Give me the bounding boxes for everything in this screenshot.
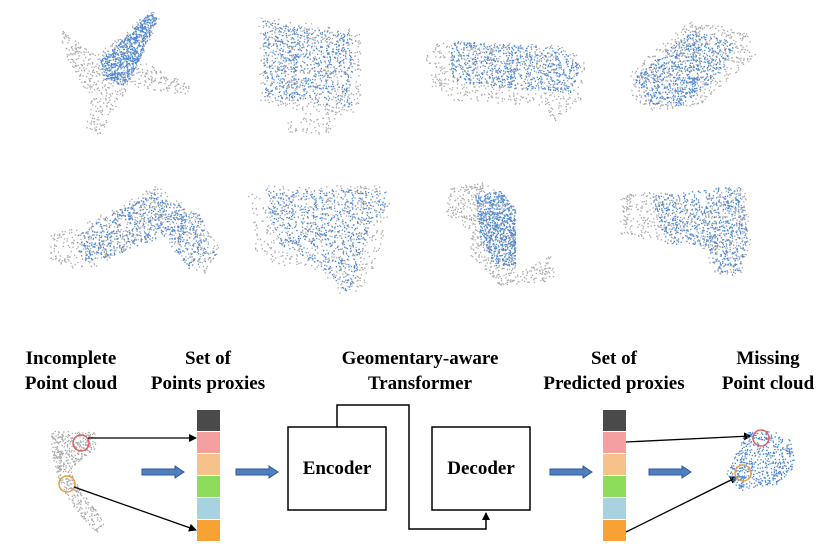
point-cloud-table — [248, 185, 390, 294]
proxy-to-output-arrow-bottom — [625, 476, 738, 533]
missing-label-line2: Point cloud — [722, 373, 815, 394]
point-cloud-examples — [50, 11, 756, 294]
block-arrow — [235, 465, 279, 479]
proxy-cell — [197, 410, 220, 431]
block-arrow — [648, 465, 692, 479]
incomplete-label-line2: Point cloud — [25, 373, 118, 394]
proxy-cell — [603, 432, 626, 453]
proxy-cell — [197, 454, 220, 475]
proxy-cell — [603, 520, 626, 541]
transformer-label-line1: Geomentary-aware — [342, 348, 499, 369]
incomplete-label-line1: Incomplete — [26, 348, 117, 369]
encoder-box — [287, 426, 387, 511]
block-arrow — [549, 465, 593, 479]
points-proxies-stack — [197, 410, 220, 541]
proxy-cell — [603, 498, 626, 519]
proxy-to-output-arrow-top — [625, 432, 752, 443]
input-to-proxy-arrow-bottom — [73, 486, 197, 532]
missing-point-cloud — [726, 431, 795, 491]
transformer-label-line2: Transformer — [368, 373, 473, 394]
missing-label-line1: Missing — [736, 348, 800, 369]
input-orange-circle — [58, 475, 76, 493]
output-orange-circle — [734, 464, 752, 482]
input-red-circle — [72, 434, 90, 452]
point-cloud-monitor — [258, 17, 362, 135]
proxy-cell — [603, 476, 626, 497]
proxy-cell — [603, 410, 626, 431]
set-predicted-label-line2: Predicted proxies — [543, 373, 684, 394]
point-cloud-bench — [425, 41, 586, 122]
proxy-cell — [197, 498, 220, 519]
decoder-box — [431, 426, 531, 511]
encoder-decoder-connector — [336, 404, 490, 530]
predicted-proxies-stack — [603, 410, 626, 541]
stage-labels: Incomplete Point cloud Set of Points pro… — [25, 348, 815, 394]
decoder-label: Decoder — [447, 458, 515, 479]
flow-arrows — [141, 465, 692, 479]
set-points-label-line2: Points proxies — [151, 373, 265, 394]
point-cloud-watercraft — [620, 187, 751, 276]
point-cloud-sofa — [50, 186, 219, 274]
block-arrow — [141, 465, 185, 479]
proxy-cell — [197, 432, 220, 453]
set-predicted-label-line1: Set of — [591, 348, 638, 369]
proxy-cell — [197, 520, 220, 541]
point-cloud-faucet — [446, 182, 555, 286]
set-points-label-line1: Set of — [185, 348, 232, 369]
proxy-cell — [603, 454, 626, 475]
point-cloud-car — [630, 21, 756, 111]
point-cloud-airplane — [61, 11, 190, 135]
output-red-circle — [752, 429, 770, 447]
encoder-label: Encoder — [303, 458, 372, 479]
proxy-cell — [197, 476, 220, 497]
